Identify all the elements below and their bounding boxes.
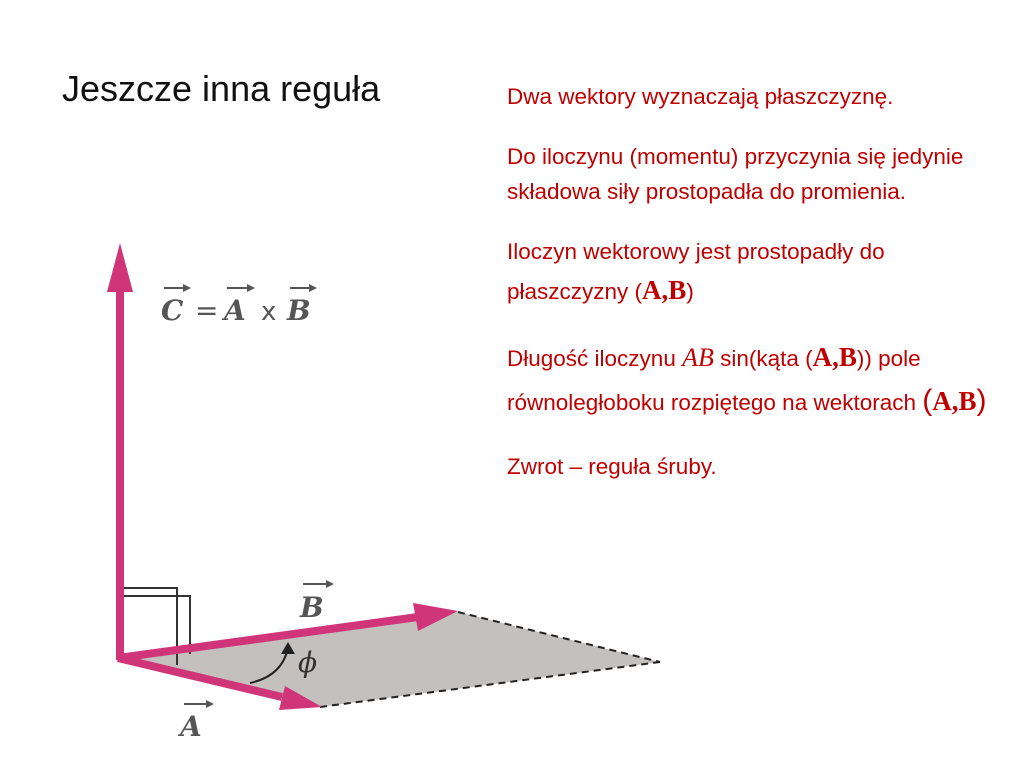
slide-title: Jeszcze inna reguła [62,68,381,109]
paren-close: ) [976,384,987,418]
paren-open: ( [922,384,933,418]
label-b-overarrow-head [326,580,334,588]
formula: C = A x B [161,284,317,327]
label-a: A [177,710,202,743]
formula-a-overarrow-head [247,284,255,292]
vector-c-arrowhead [107,243,133,292]
formula-b: B [286,294,311,327]
label-a-overarrow-head [206,700,214,708]
perpendicular-text: Iloczyn wektorowy jest prostopadły do pł… [507,239,885,304]
vector-a-arrowhead [279,686,322,710]
formula-c: C [161,294,184,327]
right-angle-marker-front [122,587,178,665]
label-b: B [299,591,324,624]
symbol-a-b-vectors: A,B [932,386,977,417]
right-angle-marker-back [122,595,191,654]
formula-c-overarrow-head [183,284,191,292]
text-column: Dwa wektory wyznaczają płaszczyznę. Do i… [507,80,1007,511]
vector-b-shaft [117,613,419,662]
formula-b-overarrow-head [309,284,317,292]
parallelogram-plane [118,612,660,707]
paragraph-perpendicular: Iloczyn wektorowy jest prostopadły do pł… [507,235,1007,311]
symbol-ab: AB [682,342,714,372]
symbol-a-b-angle: A,B [812,341,857,372]
perpendicular-end: ) [686,278,694,304]
vector-b-arrowhead [413,603,458,631]
angle-arc-arrowhead [281,642,295,654]
formula-equals: = [195,294,218,327]
plane-edge-bottom [319,661,661,708]
paragraph-magnitude: Długość iloczynu AB sin(kąta (A,B)) pole… [507,337,1007,424]
formula-cross: x [261,297,276,327]
paragraph-component: Do iloczynu (momentu) przyczynia się jed… [507,144,964,204]
paragraph-planes: Dwa wektory wyznaczają płaszczyznę. [507,84,894,109]
vector-a-shaft [117,654,283,701]
magnitude-text-a: Długość iloczynu [507,345,683,371]
magnitude-text-b: sin(kąta ( [713,345,813,371]
formula-a: A [221,294,246,327]
label-phi: ϕ [298,646,317,679]
paragraph-direction: Zwrot – reguła śruby. [507,454,717,480]
plane-edge-top [457,611,661,663]
magnitude-text-c: )) pole równoległoboku rozpiętego na wek… [507,345,923,416]
symbol-a-b: A,B [642,274,687,305]
